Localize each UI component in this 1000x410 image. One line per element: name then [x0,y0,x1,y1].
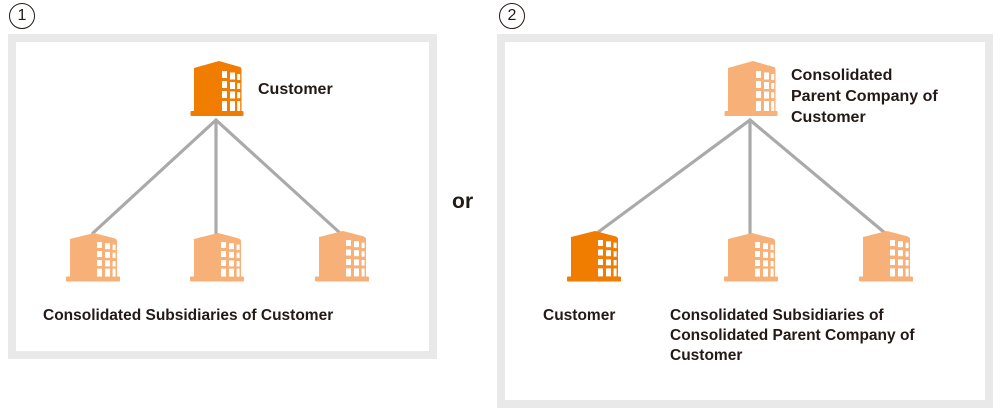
option-1-child-node-1 [64,230,122,285]
option-marker-2: 2 [499,3,525,29]
building-icon [190,233,244,282]
building-icon [724,233,778,282]
option-marker-1: 1 [9,3,35,29]
option-2-children-label: Consolidated Subsidiaries of Consolidate… [670,307,915,365]
building-icon [66,233,120,282]
option-1-parent-node [189,57,245,120]
option-2-parent-node [723,57,779,120]
building-icon [190,61,244,116]
option-1-parent-label: Customer [258,81,333,98]
option-1-child-node-2 [188,230,246,285]
building-icon [567,231,621,282]
option-2-child-1-label: Customer [543,307,616,324]
option-2-parent-label: Consolidated Parent Company of Customer [791,67,938,126]
or-conjunction-label: or [452,190,474,213]
option-1-child-node-3 [313,228,371,285]
option-2-child-node-3 [857,228,915,285]
option-2-child-node-2 [722,230,780,285]
building-icon [859,231,913,282]
building-icon [315,231,369,282]
building-icon [724,61,778,116]
option-2-child-node-1 [565,228,623,285]
option-1-children-label: Consolidated Subsidiaries of Customer [43,307,334,324]
